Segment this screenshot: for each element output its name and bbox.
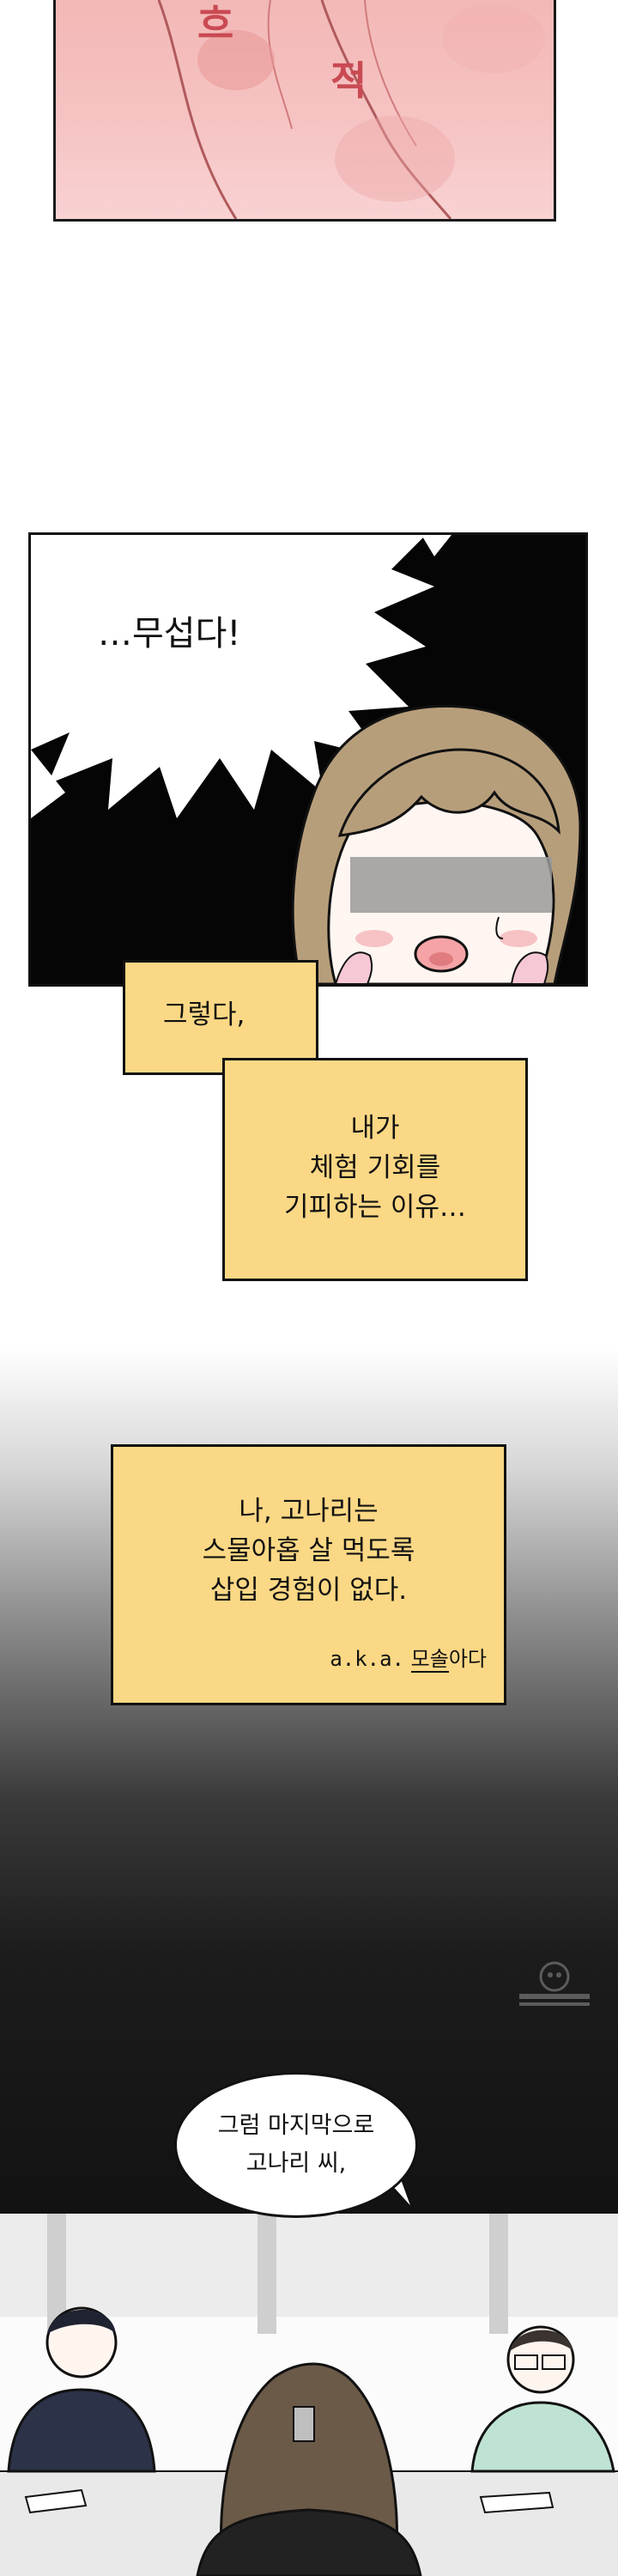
panel-scary-art <box>31 535 582 984</box>
watermark-logo <box>519 1961 590 2006</box>
office-art <box>0 2214 618 2576</box>
speech-line-1: 그럼 마지막으로 <box>217 2112 375 2139</box>
aka-word-1: 모솔 <box>410 1647 449 1673</box>
aka-label: a.k.a. <box>330 1647 405 1671</box>
speech-line-2: 고나리 씨, <box>245 2150 347 2177</box>
panel-pink-art <box>157 0 545 219</box>
panel-caption: …무섭다! <box>98 614 241 653</box>
narration-2-line-3: 기피하는 이유… <box>284 1192 466 1223</box>
narration-box-2: 내가 체험 기회를 기피하는 이유… <box>222 1058 528 1281</box>
narration-2-line-1: 내가 <box>350 1113 400 1144</box>
narration-2-line-2: 체험 기회를 <box>309 1152 441 1183</box>
narration-3-line-3: 삽입 경험이 없다. <box>209 1575 408 1606</box>
panel-pink-closeup: 흐 적 <box>53 0 556 222</box>
narration-1-text: 그렇다, <box>163 999 245 1030</box>
narration-3-line-2: 스물아홉 살 먹도록 <box>202 1535 415 1566</box>
narration-box-3: 나, 고나리는 스물아홉 살 먹도록 삽입 경험이 없다. a.k.a. 모솔아… <box>111 1444 506 1705</box>
panel-office <box>0 2214 618 2576</box>
aka-line: a.k.a. 모솔아다 <box>330 1646 487 1673</box>
speech-bubble: 그럼 마지막으로 고나리 씨, <box>174 2072 418 2218</box>
sfx-1: 흐 <box>197 1 234 47</box>
narration-box-1: 그렇다, <box>123 960 318 1075</box>
narration-3-line-1: 나, 고나리는 <box>239 1496 379 1527</box>
sfx-2: 적 <box>330 58 367 104</box>
panel-scary: …무섭다! <box>28 532 588 987</box>
aka-word-2: 아다 <box>448 1647 487 1671</box>
